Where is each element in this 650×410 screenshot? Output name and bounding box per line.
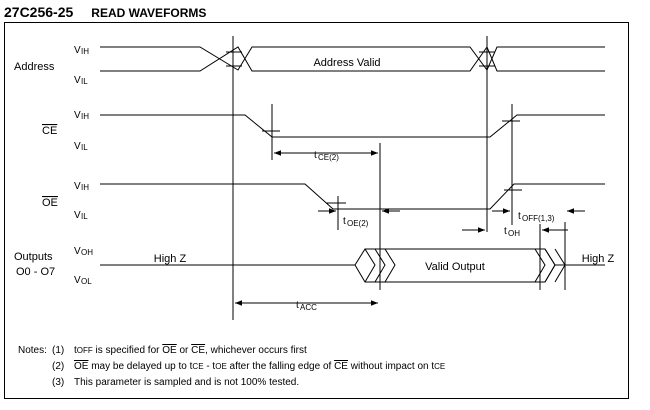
svg-text:V: V — [74, 110, 81, 121]
svg-text:OL: OL — [81, 277, 92, 286]
svg-text:t: t — [504, 226, 507, 237]
address-label: Address — [14, 61, 55, 73]
svg-text:IL: IL — [81, 212, 88, 221]
outputs-waveform — [100, 248, 605, 283]
svg-text:IH: IH — [81, 112, 89, 121]
svg-text:OH: OH — [508, 229, 520, 238]
outputs-label: Outputs — [14, 251, 53, 263]
outputs-bits-label: O0 - O7 — [16, 266, 55, 278]
address-valid-label: Address Valid — [313, 57, 380, 69]
svg-text:V: V — [74, 141, 81, 152]
diagram-title: READ WAVEFORMS — [91, 6, 207, 20]
svg-text:IH: IH — [81, 183, 89, 192]
highz-right-label: High Z — [582, 253, 615, 265]
svg-text:V: V — [74, 45, 81, 56]
svg-text:t: t — [314, 150, 317, 161]
svg-text:V: V — [74, 246, 81, 257]
oe-label: OE — [42, 197, 58, 209]
ce-label: CE — [42, 125, 57, 137]
svg-text:V: V — [74, 181, 81, 192]
ce-waveform — [100, 114, 605, 138]
svg-text:CE(2): CE(2) — [318, 153, 339, 162]
part-number: 27C256-25 — [4, 4, 74, 20]
note-3: (3)This parameter is sampled and is not … — [52, 377, 300, 388]
svg-text:V: V — [74, 275, 81, 286]
svg-text:V: V — [74, 210, 81, 221]
valid-output-label: Valid Output — [425, 261, 485, 273]
svg-text:OE(2): OE(2) — [347, 219, 369, 228]
svg-text:OH: OH — [81, 248, 93, 257]
svg-text:IL: IL — [81, 77, 88, 86]
title-row: 27C256-25 READ WAVEFORMS — [4, 4, 206, 22]
svg-text:t: t — [343, 216, 346, 227]
svg-text:IL: IL — [81, 143, 88, 152]
svg-text:t: t — [518, 211, 521, 222]
reference-lines — [232, 36, 566, 320]
transition-ticks — [226, 51, 522, 204]
highz-left-label: High Z — [154, 253, 187, 265]
svg-text:V: V — [74, 75, 81, 86]
address-waveform — [100, 45, 605, 72]
diagram-frame — [4, 22, 629, 399]
svg-text:t: t — [296, 300, 299, 311]
svg-text:OFF(1,3): OFF(1,3) — [522, 214, 555, 223]
oe-waveform — [100, 183, 605, 210]
svg-text:IH: IH — [81, 47, 89, 56]
svg-text:ACC: ACC — [300, 303, 317, 312]
